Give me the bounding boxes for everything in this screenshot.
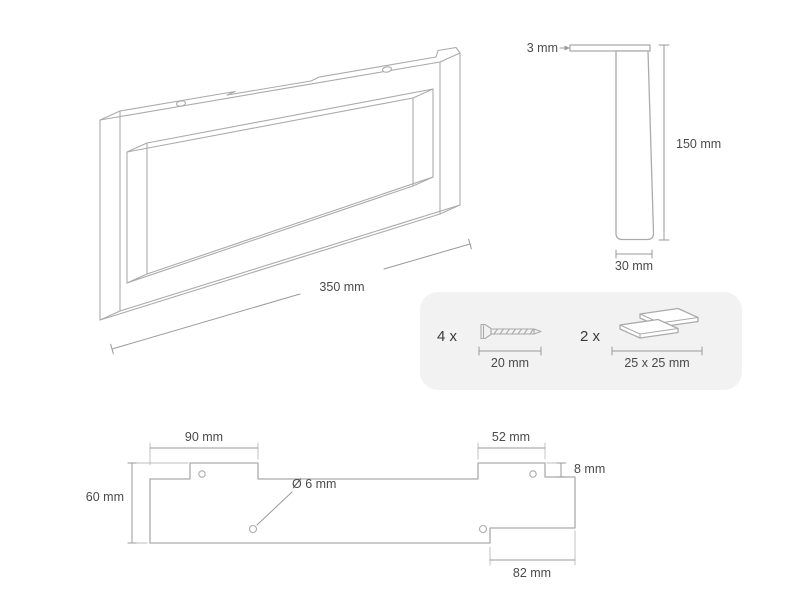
bracket-depth-edges bbox=[99, 52, 461, 321]
hardware-panel: 4 x 20 mm 2 x bbox=[420, 292, 742, 390]
length-dimension-label: 350 mm bbox=[319, 280, 364, 294]
screw-hole-icon bbox=[175, 100, 187, 107]
dimension-length-350: 350 mm bbox=[110, 238, 472, 355]
left-tab-width-label: 90 mm bbox=[185, 430, 223, 444]
bottom-right-width-label: 82 mm bbox=[513, 566, 551, 580]
profile-view: 90 mm 52 mm 8 mm 60 mm Ø bbox=[86, 430, 605, 580]
screws-quantity-label: 4 x bbox=[437, 328, 458, 345]
tab-height-label: 8 mm bbox=[574, 462, 605, 476]
leg-bar-side bbox=[615, 50, 655, 241]
dimension-pad-25x25: 25 x 25 mm bbox=[611, 346, 703, 370]
hole-diameter-label: Ø 6 mm bbox=[292, 477, 336, 491]
bracket-back-inner-outline bbox=[146, 88, 434, 275]
thickness-dimension-label: 3 mm bbox=[527, 41, 558, 55]
side-view: 3 mm 150 mm 30 mm bbox=[527, 41, 721, 273]
profile-holes bbox=[198, 470, 537, 534]
screw-length-label: 20 mm bbox=[491, 356, 529, 370]
right-tab-width-label: 52 mm bbox=[492, 430, 530, 444]
dimension-thickness-3: 3 mm bbox=[527, 41, 570, 55]
total-height-label: 60 mm bbox=[86, 490, 124, 504]
screw-hole-icon bbox=[529, 470, 537, 478]
height-dimension-label: 150 mm bbox=[676, 137, 721, 151]
dimension-height-150: 150 mm bbox=[658, 44, 721, 241]
screw-hole-icon bbox=[478, 524, 488, 534]
mounting-plate-profile bbox=[149, 462, 576, 544]
isometric-view: 350 mm bbox=[99, 46, 472, 355]
adhesive-pad-icon bbox=[619, 307, 699, 339]
dimension-left-tab-90: 90 mm bbox=[149, 430, 259, 466]
bracket-back-outline bbox=[119, 46, 461, 312]
dimension-right-tab-52: 52 mm bbox=[477, 430, 546, 460]
pad-size-label: 25 x 25 mm bbox=[624, 356, 689, 370]
dimension-tab-height-8: 8 mm bbox=[546, 462, 605, 478]
screw-hole-icon bbox=[198, 470, 206, 478]
dimension-bottom-right-82: 82 mm bbox=[489, 530, 576, 580]
bracket-front-outline bbox=[99, 61, 441, 321]
top-plate-edge bbox=[569, 44, 651, 52]
pads-quantity-label: 2 x bbox=[580, 328, 601, 345]
dimension-total-height-60: 60 mm bbox=[86, 462, 189, 544]
annotation-hole-diameter: Ø 6 mm bbox=[256, 477, 336, 526]
screw-hole-icon bbox=[381, 66, 393, 73]
dimension-screw-20: 20 mm bbox=[478, 346, 542, 370]
top-plate-holes bbox=[175, 66, 393, 107]
dimension-width-30: 30 mm bbox=[615, 249, 653, 273]
bracket-front-inner-outline bbox=[126, 97, 414, 284]
screw-hole-icon bbox=[248, 524, 258, 534]
width-dimension-label: 30 mm bbox=[615, 259, 653, 273]
screw-icon bbox=[480, 323, 542, 340]
